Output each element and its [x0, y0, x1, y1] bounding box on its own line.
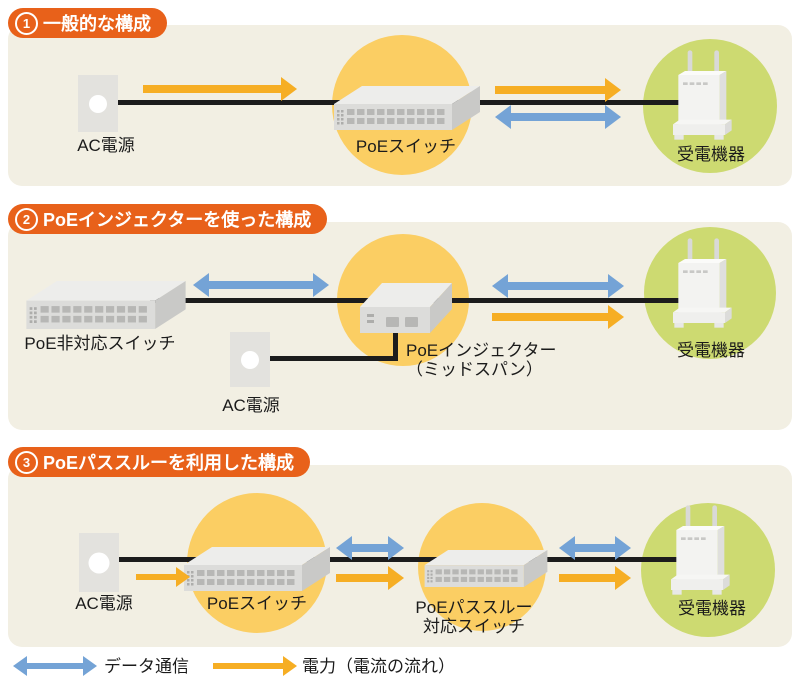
section-2-badge: 2 PoEインジェクターを使った構成: [8, 204, 328, 234]
passthrough-switch-icon: [424, 550, 548, 587]
ac-outlet-icon: [78, 75, 118, 132]
powered-device-label: 受電機器: [677, 145, 745, 164]
non-poe-switch-label: PoE非対応スイッチ: [24, 334, 176, 353]
power-arrow-icon: [143, 77, 297, 101]
legend-data-label: データ通信: [104, 657, 189, 676]
poe-injector-label: PoEインジェクター （ミッドスパン）: [406, 341, 556, 379]
power-arrow-icon: [136, 567, 190, 587]
legend-power-label: 電力（電流の流れ）: [302, 657, 455, 676]
outlet-socket-icon: [89, 94, 107, 113]
section-1-number-icon: 1: [15, 11, 38, 35]
poe-injector-label-line2: （ミッドスパン）: [406, 360, 543, 379]
poe-injector-label-line1: PoEインジェクター: [406, 341, 557, 360]
power-arrow-icon: [336, 566, 404, 590]
powered-device-icon: [663, 500, 743, 600]
passthrough-switch-label-line2: 対応スイッチ: [422, 617, 525, 636]
poe-switch-icon: [334, 86, 480, 130]
ac-power-label: AC電源: [75, 594, 133, 613]
passthrough-switch-label: PoEパススルー 対応スイッチ: [415, 598, 532, 636]
power-arrow-icon: [492, 305, 624, 329]
power-arrow-icon: [495, 78, 621, 102]
poe-switch-label: PoEスイッチ: [355, 137, 457, 156]
section-1-badge: 1 一般的な構成: [8, 8, 167, 38]
poe-switch-label: PoEスイッチ: [206, 594, 308, 613]
section-3-badge: 3 PoEパススルーを利用した構成: [8, 447, 311, 477]
ac-outlet-icon: [79, 533, 119, 592]
section-2-title: PoEインジェクターを使った構成: [43, 210, 312, 230]
passthrough-switch-label-line1: PoEパススルー: [415, 598, 533, 617]
outlet-socket-icon: [241, 350, 259, 369]
data-arrow-icon: [336, 536, 404, 560]
powered-device-label: 受電機器: [678, 599, 746, 618]
poe-switch-icon: [184, 547, 330, 591]
ac-power-label: AC電源: [222, 396, 280, 415]
powered-device-icon: [665, 233, 745, 333]
data-arrow-icon: [193, 273, 329, 297]
powered-device-label: 受電機器: [677, 341, 745, 360]
powered-device-icon: [665, 45, 745, 145]
section-3-number-icon: 3: [15, 450, 38, 474]
legend-data-arrow-icon: [13, 656, 97, 676]
legend-power-arrow-icon: [213, 656, 297, 676]
outlet-socket-icon: [88, 552, 110, 573]
power-cable: [250, 356, 398, 361]
section-2-number-icon: 2: [15, 207, 38, 231]
power-arrow-icon: [559, 566, 631, 590]
section-3-title: PoEパススルーを利用した構成: [43, 453, 295, 473]
poe-injector-icon: [360, 281, 452, 333]
ac-outlet-icon: [230, 332, 270, 387]
ac-power-label: AC電源: [77, 136, 135, 155]
power-cable: [393, 330, 398, 361]
data-arrow-icon: [495, 105, 621, 129]
section-1-title: 一般的な構成: [43, 14, 151, 34]
non-poe-switch-icon: [26, 281, 186, 329]
data-arrow-icon: [492, 274, 624, 298]
data-arrow-icon: [559, 536, 631, 560]
